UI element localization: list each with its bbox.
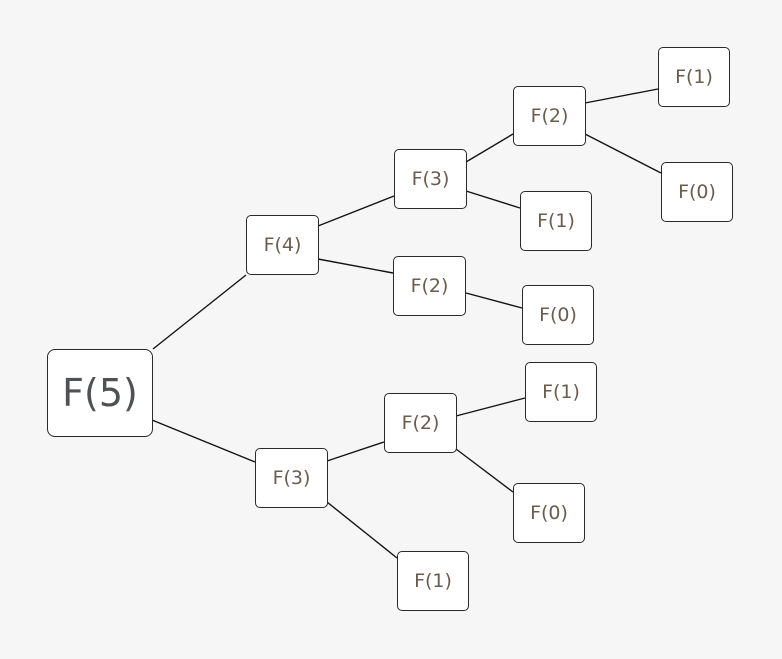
edge-n1-n7 [317, 258, 394, 274]
node-f2-upper-bottom: F(2) [393, 256, 466, 316]
node-f3-lower: F(3) [255, 448, 328, 508]
edge-n1-n2 [317, 195, 395, 227]
edge-n0-n9 [151, 419, 256, 463]
edge-n2-n6 [465, 190, 521, 209]
node-f3-upper: F(3) [394, 149, 467, 209]
node-f2-upper-top: F(2) [513, 86, 586, 146]
node-f5-root: F(5) [47, 349, 153, 437]
edge-n2-n3 [465, 133, 514, 163]
node-f1-top-right: F(1) [658, 47, 730, 107]
edge-n10-n11 [455, 397, 526, 417]
edge-n0-n1 [152, 274, 247, 350]
node-f1-lower-bottom: F(1) [397, 551, 469, 611]
node-f1-lower-top: F(1) [525, 362, 597, 422]
node-f0-top-right: F(0) [661, 162, 733, 222]
edge-n9-n13 [326, 501, 398, 559]
edge-n9-n10 [326, 441, 385, 462]
edge-n3-n5 [584, 133, 662, 174]
node-f4: F(4) [246, 215, 319, 275]
node-f0-upper-bottom: F(0) [522, 285, 594, 345]
edge-n7-n8 [465, 292, 523, 309]
node-f2-lower: F(2) [384, 393, 457, 453]
edge-n3-n4 [584, 88, 659, 104]
edge-n10-n12 [455, 448, 514, 493]
node-f0-lower: F(0) [513, 483, 585, 543]
node-f1-upper-middle: F(1) [520, 191, 592, 251]
